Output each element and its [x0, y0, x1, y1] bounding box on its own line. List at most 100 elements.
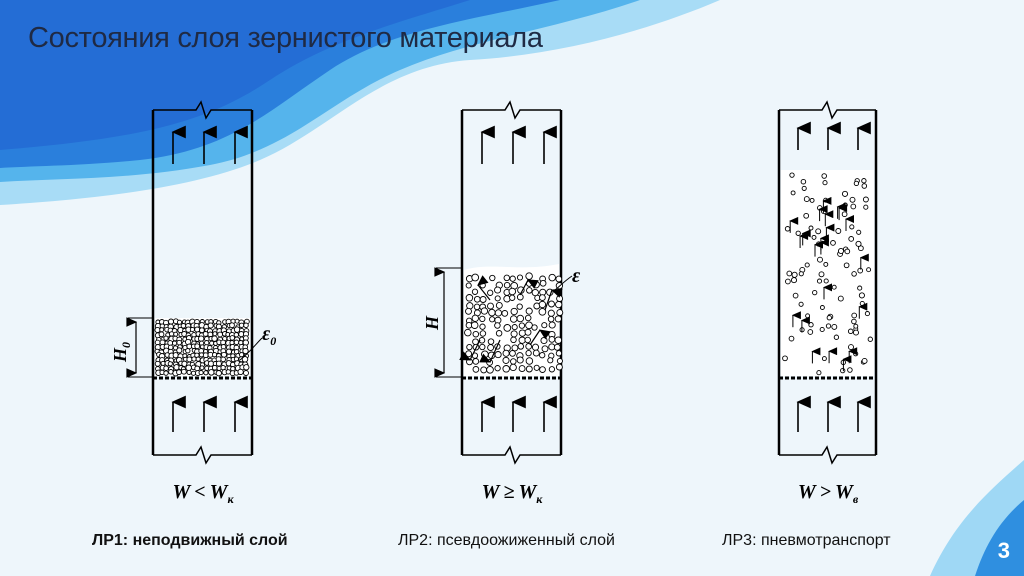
particle	[547, 315, 555, 323]
particle	[858, 245, 864, 252]
particle	[471, 273, 480, 282]
particle	[181, 368, 187, 375]
particle	[238, 322, 245, 328]
particle	[849, 224, 855, 230]
particle	[176, 347, 183, 354]
particle	[511, 324, 518, 331]
caption-panel-1: ЛР1: неподвижный слой	[92, 532, 288, 549]
particle	[494, 365, 501, 372]
particle	[547, 309, 555, 317]
particle	[221, 351, 227, 358]
particle	[539, 279, 547, 287]
particle	[857, 267, 864, 274]
particle	[844, 248, 851, 255]
particle	[229, 322, 235, 329]
particle	[163, 365, 169, 371]
particle	[495, 301, 503, 309]
particle	[516, 356, 524, 364]
caption-panel-3: ЛР3: пневмотранспорт	[722, 532, 891, 549]
particle	[518, 329, 527, 337]
particle	[538, 307, 547, 316]
particle	[185, 364, 192, 372]
particle	[831, 323, 838, 330]
particle	[465, 307, 472, 315]
particle	[807, 329, 814, 335]
particle	[207, 322, 214, 329]
particle	[548, 300, 555, 308]
particle	[479, 315, 486, 323]
particle	[516, 314, 525, 323]
particle	[181, 360, 188, 367]
slide-title: Состояния слоя зернистого материала	[28, 22, 543, 54]
particle	[855, 240, 862, 247]
condition-label-1: W<Wк	[172, 481, 234, 506]
particle	[194, 343, 201, 350]
particle	[516, 274, 524, 281]
particle	[851, 318, 857, 325]
particle	[480, 366, 488, 374]
particle	[555, 300, 563, 309]
particle	[495, 330, 503, 337]
particle	[494, 351, 502, 359]
particle	[841, 190, 849, 197]
particle	[823, 278, 829, 284]
particle	[847, 328, 854, 335]
particle	[851, 271, 857, 277]
particle	[207, 331, 214, 338]
particle	[791, 271, 798, 278]
particle	[825, 323, 832, 329]
particle	[516, 303, 523, 310]
particle	[821, 173, 827, 179]
particle	[473, 303, 481, 311]
particle	[198, 370, 204, 376]
particle	[798, 301, 804, 307]
particle	[163, 335, 169, 341]
particle	[856, 229, 862, 235]
particle	[518, 365, 526, 373]
particle	[531, 343, 540, 351]
particle	[540, 336, 548, 345]
particle	[502, 349, 510, 357]
particle	[509, 315, 518, 323]
particle	[532, 280, 540, 289]
particle	[863, 204, 869, 210]
particle	[864, 311, 870, 317]
panel-3-pneumatic-transport: W>Wв	[777, 100, 878, 506]
particle	[517, 343, 525, 350]
particle	[816, 370, 822, 376]
particle	[167, 361, 173, 367]
particle	[471, 288, 479, 295]
particle	[233, 339, 240, 346]
particle	[861, 183, 868, 189]
particle	[859, 300, 865, 307]
particle	[233, 326, 241, 333]
particle	[805, 313, 811, 319]
particle	[548, 336, 556, 343]
particle	[479, 296, 487, 303]
particle	[225, 348, 232, 355]
particle	[217, 331, 223, 338]
particle	[785, 278, 791, 285]
particle	[849, 196, 856, 203]
particle	[850, 203, 857, 210]
particle	[158, 331, 165, 338]
particle	[804, 262, 810, 268]
particle	[518, 322, 526, 329]
particle	[479, 343, 486, 351]
particle	[525, 349, 532, 357]
particle	[466, 343, 473, 351]
particle	[525, 357, 534, 365]
particle	[816, 241, 822, 247]
particle	[189, 326, 195, 333]
particle	[556, 357, 563, 365]
particle	[848, 236, 855, 242]
particle	[487, 289, 494, 296]
particle	[841, 211, 848, 218]
particle	[782, 355, 788, 362]
particle	[539, 352, 546, 359]
particle	[833, 334, 840, 340]
particle	[503, 281, 511, 289]
particle	[465, 294, 474, 302]
panel-1-fixed-bed: H0 ε0 W<Wк	[110, 100, 276, 506]
